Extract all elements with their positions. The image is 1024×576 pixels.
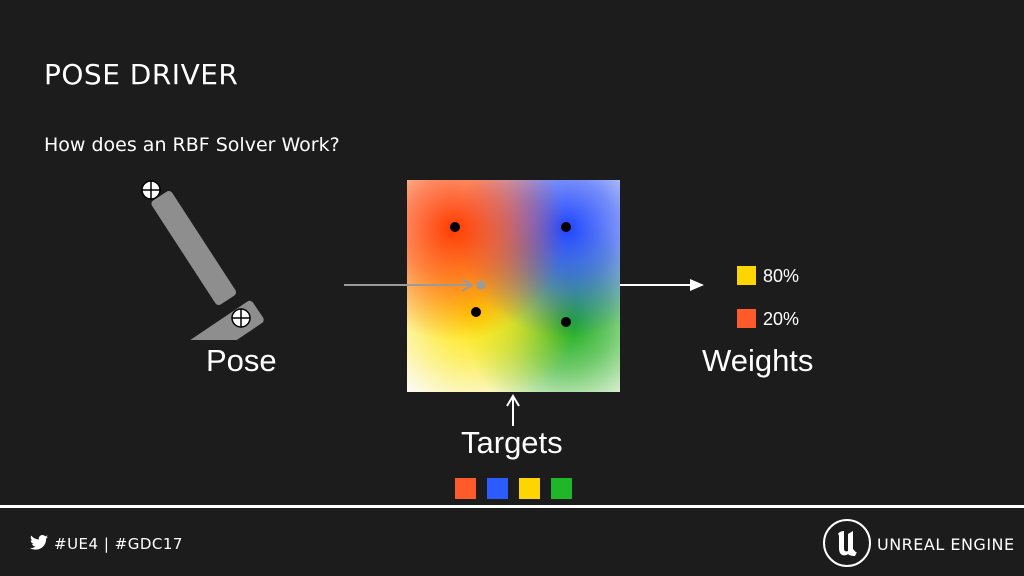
- slide-title: POSE DRIVER: [44, 58, 239, 91]
- pose-diagram: [141, 180, 264, 340]
- target-dot-red: [450, 222, 460, 232]
- pose-input-arrow: [344, 278, 486, 292]
- pose-label: Pose: [206, 343, 277, 378]
- targets-up-arrow: [506, 394, 520, 426]
- target-swatch-green: [551, 478, 572, 499]
- footer-hashtags: #UE4 | #GDC17: [54, 535, 183, 553]
- bone-upper: [151, 190, 237, 305]
- target-dot-green: [561, 317, 571, 327]
- target-swatch-yellow: [519, 478, 540, 499]
- unreal-engine-logo: [823, 519, 871, 567]
- weights-output-arrow: [620, 279, 704, 291]
- target-dot-yellow: [471, 307, 481, 317]
- target-swatch-red: [455, 478, 476, 499]
- joint-top-icon: [141, 180, 161, 200]
- twitter-icon: [30, 535, 48, 550]
- weight-value-yellow: 80%: [763, 266, 800, 286]
- weights-label: Weights: [702, 343, 814, 378]
- footer-brand: UNREAL ENGINE: [877, 535, 1015, 554]
- footer-divider: [0, 505, 1024, 508]
- weight-swatch-red: [737, 309, 756, 328]
- target-swatch-blue: [487, 478, 508, 499]
- weight-swatch-yellow: [737, 266, 756, 285]
- weight-value-red: 20%: [763, 309, 800, 329]
- targets-label: Targets: [461, 425, 563, 460]
- slide-subtitle: How does an RBF Solver Work?: [44, 134, 340, 156]
- target-dot-blue: [561, 222, 571, 232]
- joint-bottom-icon: [231, 308, 251, 328]
